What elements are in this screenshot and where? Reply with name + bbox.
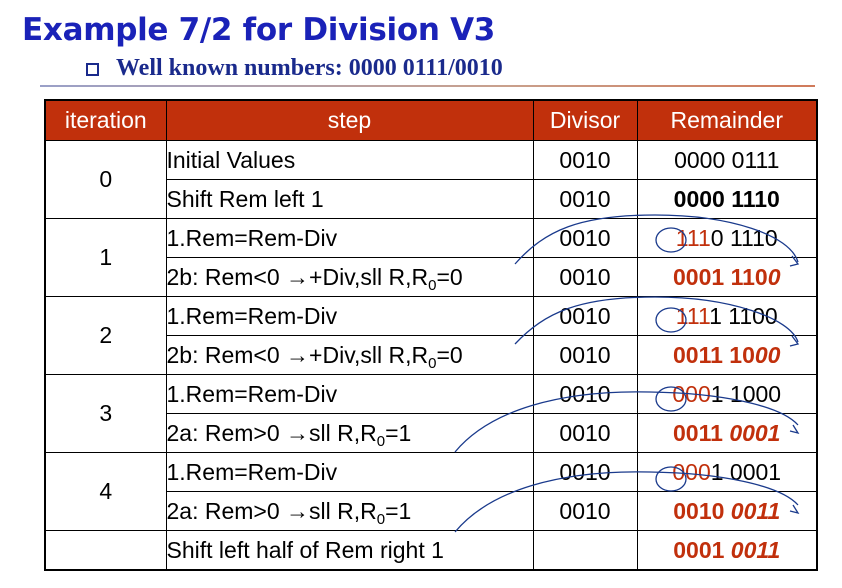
step-cell: Initial Values xyxy=(165,140,534,180)
remainder-cell: 0001 0011 xyxy=(636,530,818,571)
iteration-cell: 2 xyxy=(44,296,167,375)
step-cell: 2b: Rem<0 →+Div,sll R,R0=0 xyxy=(165,257,534,297)
step-text-end: =0 xyxy=(436,341,463,368)
slide-subtitle: Well known numbers: 0000 0111/0010 xyxy=(116,55,503,81)
table-row: 4 1.Rem=Rem-Div 0010 0001 0001 xyxy=(44,452,818,531)
step-subscript: 0 xyxy=(376,510,386,528)
step-text: 2a: Rem>0 →sll R,R xyxy=(166,419,377,446)
divisor-cell: 0010 xyxy=(532,335,638,375)
remainder-cell: 0011 0001 xyxy=(636,413,818,453)
table-row: 0 Initial Values 0010 0000 0111 xyxy=(44,140,818,219)
divisor-cell: 0010 xyxy=(532,491,638,531)
remainder-cell: 0010 0011 xyxy=(636,491,818,531)
remainder-value: 0001 1000 xyxy=(672,381,781,407)
step-subscript: 0 xyxy=(428,354,437,372)
step-cell: 1.Rem=Rem-Div xyxy=(165,296,534,336)
divisor-cell xyxy=(532,530,638,571)
remainder-rest: 1 1100 xyxy=(709,302,778,329)
iteration-cell: 0 xyxy=(44,140,167,219)
step-cell: 1.Rem=Rem-Div xyxy=(165,452,534,492)
remainder-quotient-bits: 0011 xyxy=(730,497,781,524)
remainder-cell: 0000 1110 xyxy=(636,179,818,219)
iteration-cell: 4 xyxy=(44,452,167,531)
square-bullet-icon xyxy=(86,63,99,76)
remainder-cell: 1110 1110 xyxy=(636,218,818,258)
header-remainder: Remainder xyxy=(636,99,818,141)
step-text-end: =0 xyxy=(436,263,463,290)
step-cell: 2a: Rem>0 →sll R,R0=1 xyxy=(165,413,534,453)
table-row: 2 1.Rem=Rem-Div 0010 1111 1100 xyxy=(44,296,818,375)
step-text-end: =1 xyxy=(385,497,412,524)
remainder-value: 0001 110 xyxy=(673,263,768,290)
step-text: 2b: Rem<0 →+Div,sll R,R xyxy=(166,341,429,368)
sign-bit: 000 xyxy=(672,458,711,485)
step-cell: 1.Rem=Rem-Div xyxy=(165,218,534,258)
table-row: Shift Rem left 1 0010 0000 1110 xyxy=(45,179,818,219)
sign-bit: 000 xyxy=(672,380,711,407)
iteration-cell xyxy=(44,530,167,571)
division-table: iteration step Divisor Remainder 0 Initi… xyxy=(44,99,818,571)
remainder-quotient-bits: 0 xyxy=(767,263,781,290)
divisor-cell: 0010 xyxy=(532,257,638,297)
table-row: 3 1.Rem=Rem-Div 0010 0001 1000 xyxy=(44,374,818,453)
remainder-cell: 0000 0111 xyxy=(636,140,818,180)
remainder-value: 0010 xyxy=(673,497,731,524)
step-cell: 2a: Rem>0 →sll R,R0=1 xyxy=(165,491,534,531)
remainder-value: 0011 10 xyxy=(673,341,755,368)
remainder-rest: 1 1000 xyxy=(710,380,782,407)
divisor-cell: 0010 xyxy=(532,296,638,336)
divisor-cell: 0010 xyxy=(532,218,638,258)
remainder-value: 0011 xyxy=(673,419,730,446)
remainder-value: 0001 xyxy=(673,536,731,563)
divisor-cell: 0010 xyxy=(532,140,638,180)
step-cell: Shift Rem left 1 xyxy=(165,179,534,219)
iteration-cell: 1 xyxy=(44,218,167,297)
step-text-end: =1 xyxy=(385,419,412,446)
remainder-cell: 0001 0001 xyxy=(636,452,818,492)
remainder-cell: 0011 1000 xyxy=(636,335,818,375)
remainder-value: 0001 0001 xyxy=(672,459,781,485)
table-row: 1 1.Rem=Rem-Div 0010 1110 1110 xyxy=(44,218,818,297)
step-text: 2a: Rem>0 →sll R,R xyxy=(166,497,377,524)
remainder-cell: 1111 1100 xyxy=(636,296,818,336)
step-cell: 2b: Rem<0 →+Div,sll R,R0=0 xyxy=(165,335,534,375)
divisor-cell: 0010 xyxy=(532,179,638,219)
remainder-quotient-bits: 0001 xyxy=(729,419,781,446)
remainder-quotient-bits: 00 xyxy=(754,341,781,368)
remainder-cell: 0001 1100 xyxy=(636,257,818,297)
step-subscript: 0 xyxy=(376,432,386,450)
header-divisor: Divisor xyxy=(532,99,638,141)
remainder-rest: 0 1110 xyxy=(710,224,778,251)
step-subscript: 0 xyxy=(428,276,437,294)
remainder-value: 1111 1100 xyxy=(676,303,778,329)
title-divider xyxy=(40,85,815,87)
step-text: 2b: Rem<0 →+Div,sll R,R xyxy=(166,263,429,290)
header-step: step xyxy=(165,99,534,141)
table-header-row: iteration step Divisor Remainder xyxy=(44,99,818,141)
remainder-quotient-bits: 0011 xyxy=(730,536,781,563)
remainder-value: 1110 1110 xyxy=(676,225,778,251)
step-cell: 1.Rem=Rem-Div xyxy=(165,374,534,414)
divisor-cell: 0010 xyxy=(532,452,638,492)
sign-bit: 111 xyxy=(675,302,710,329)
iteration-cell: 3 xyxy=(44,374,167,453)
remainder-cell: 0001 1000 xyxy=(636,374,818,414)
header-iteration: iteration xyxy=(44,99,167,141)
sign-bit: 111 xyxy=(675,224,711,251)
step-cell: Shift left half of Rem right 1 xyxy=(165,530,534,571)
divisor-cell: 0010 xyxy=(532,374,638,414)
table-row: Shift left half of Rem right 1 0001 0011 xyxy=(44,530,818,571)
slide-title: Example 7/2 for Division V3 xyxy=(22,12,496,48)
remainder-rest: 1 0001 xyxy=(710,458,782,485)
divisor-cell: 0010 xyxy=(532,413,638,453)
